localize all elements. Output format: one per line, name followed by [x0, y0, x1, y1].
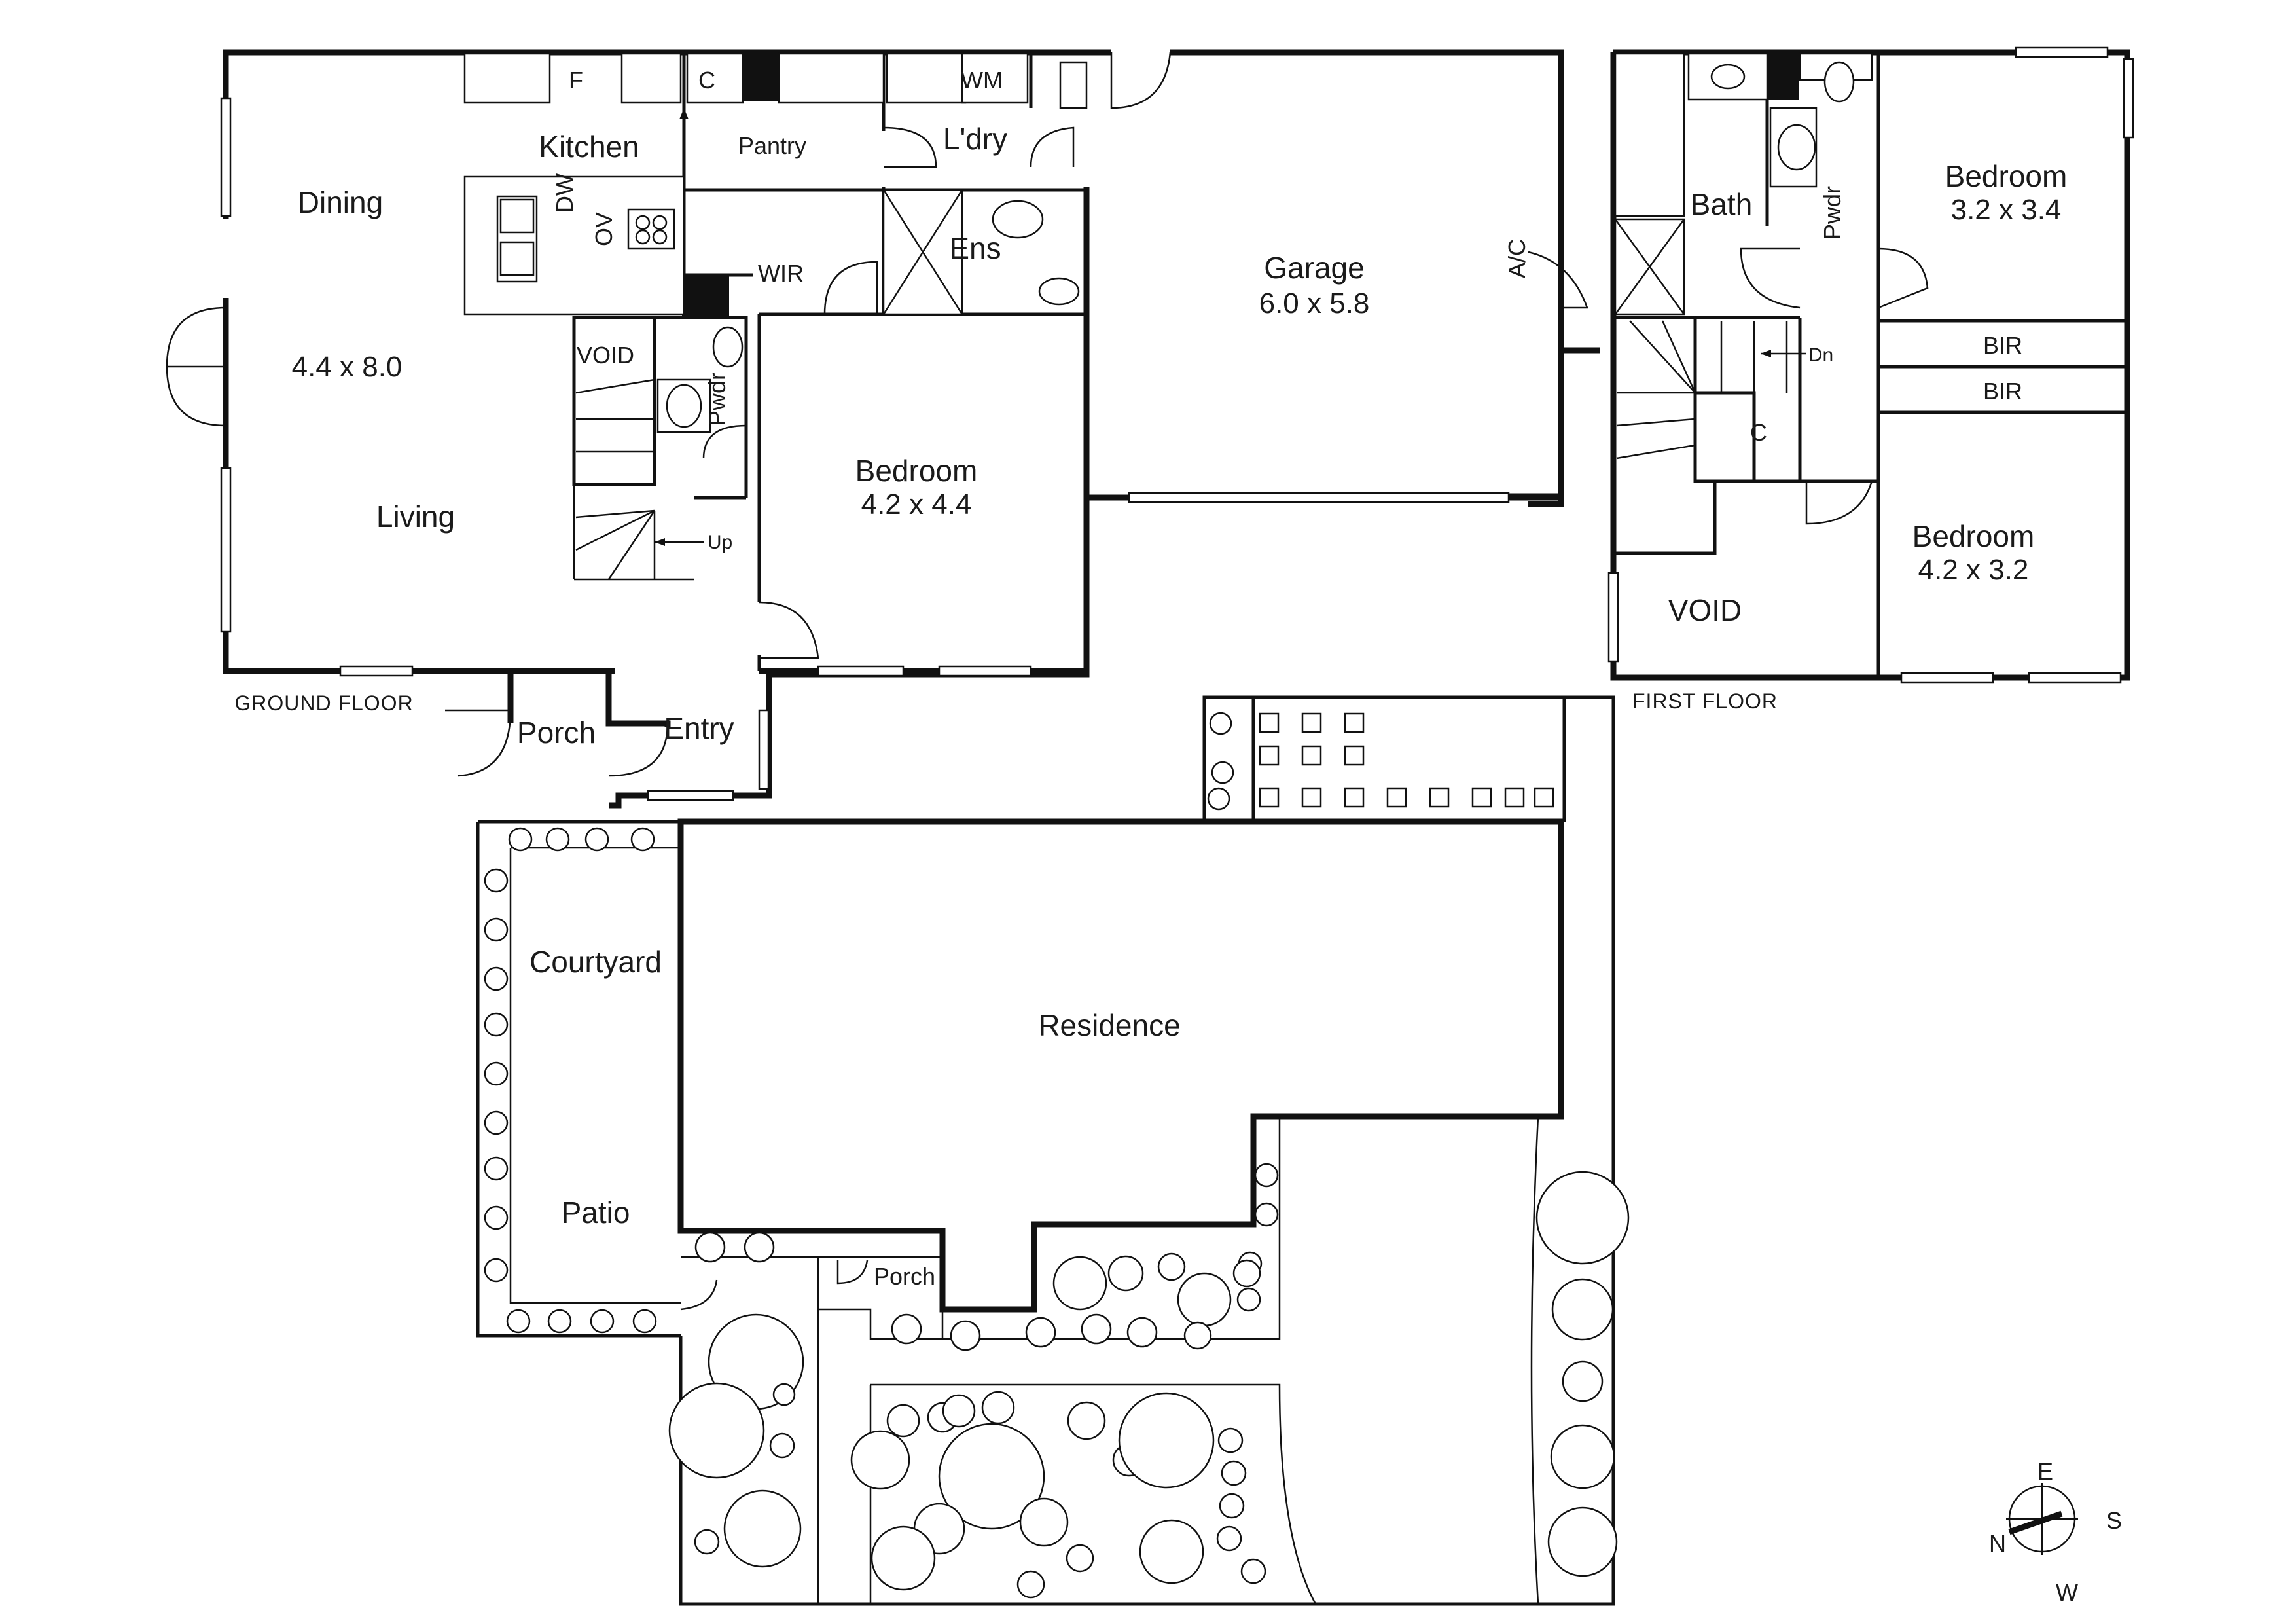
stairs-up-label: Up	[708, 532, 732, 553]
room-dims-bedroom-1: 3.2 x 3.4	[1951, 194, 2062, 226]
fixture-fridge: F	[569, 67, 583, 94]
room-label-living: Living	[376, 500, 455, 534]
room-label-bir-1: BIR	[1983, 332, 2022, 359]
compass-north: N	[1989, 1530, 2006, 1557]
fixture-oven: OV	[590, 212, 617, 246]
room-label-powder: Pwdr	[704, 373, 730, 426]
room-label-first-void: VOID	[1668, 593, 1742, 627]
room-label-garage: Garage	[1264, 251, 1364, 285]
compass-west: W	[2056, 1579, 2078, 1606]
room-label-ensuite: Ens	[949, 231, 1001, 265]
pavers	[1259, 712, 1554, 808]
room-label-bedroom-1: Bedroom	[1945, 159, 2068, 193]
site-label-porch: Porch	[874, 1263, 935, 1290]
first-floor-plan	[1607, 46, 2134, 684]
room-label-dining: Dining	[298, 185, 383, 219]
room-label-porch: Porch	[517, 716, 596, 750]
fixture-cupboard: C	[698, 67, 715, 94]
room-label-pantry: Pantry	[738, 132, 806, 159]
ground-floor-label: GROUND FLOOR	[234, 691, 413, 715]
fixture-dishwasher: DW	[551, 173, 578, 213]
room-label-bedroom: Bedroom	[855, 454, 978, 488]
room-label-first-powder: Pwdr	[1819, 186, 1846, 240]
fixture-washing-machine: WM	[961, 67, 1003, 94]
site-label-residence: Residence	[1038, 1008, 1180, 1042]
room-dims-living: 4.4 x 8.0	[292, 351, 403, 383]
stairs-down-label: Dn	[1808, 344, 1833, 366]
site-plan	[476, 695, 1630, 1606]
room-label-kitchen: Kitchen	[539, 130, 639, 164]
first-floor-label: FIRST FLOOR	[1632, 689, 1778, 713]
room-label-void: VOID	[577, 342, 634, 369]
room-label-bir-2: BIR	[1983, 378, 2022, 405]
site-label-courtyard: Courtyard	[529, 945, 662, 979]
ground-floor-plan	[166, 49, 1600, 809]
fixture-air-con: A/C	[1503, 239, 1530, 278]
room-label-first-cupboard: C	[1750, 419, 1767, 446]
room-dims-bedroom-2: 4.2 x 3.2	[1918, 554, 2029, 586]
room-label-bath: Bath	[1691, 187, 1753, 221]
site-label-patio: Patio	[562, 1195, 630, 1230]
room-dims-garage: 6.0 x 5.8	[1259, 287, 1370, 319]
room-label-bedroom-2: Bedroom	[1912, 519, 2035, 553]
compass-east: E	[2037, 1458, 2053, 1485]
compass-south: S	[2106, 1507, 2122, 1534]
room-label-laundry: L'dry	[943, 122, 1007, 156]
compass	[2006, 1483, 2078, 1555]
room-label-wir: WIR	[758, 260, 804, 287]
shrubs	[484, 712, 1630, 1599]
room-dims-bedroom: 4.2 x 4.4	[861, 488, 972, 520]
room-label-entry: Entry	[664, 711, 734, 745]
